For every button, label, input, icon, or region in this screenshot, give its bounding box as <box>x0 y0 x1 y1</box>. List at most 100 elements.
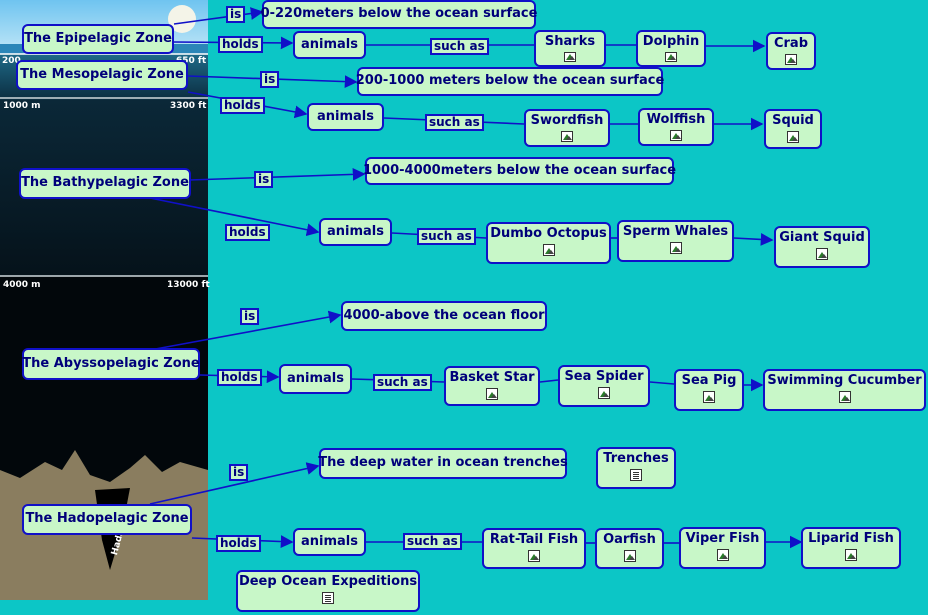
description-node[interactable]: 200-1000 meters below the ocean surface <box>356 67 664 96</box>
animals-node[interactable]: animals <box>307 103 384 131</box>
zone-node-abyssopelagic[interactable]: The Abyssopelagic Zone <box>22 348 200 380</box>
document-icon[interactable] <box>630 468 642 481</box>
link-label-is: is <box>260 71 280 88</box>
animal-name: Crab <box>773 36 809 51</box>
zone-name: The Bathypelagic Zone <box>21 175 189 191</box>
link-label-such-as: such as <box>373 374 432 391</box>
image-icon[interactable] <box>669 241 682 254</box>
link-label-holds: holds <box>216 535 261 552</box>
link-label-such-as: such as <box>403 533 462 550</box>
description-text: 4000-above the ocean floor <box>343 307 545 323</box>
image-icon[interactable] <box>542 243 555 256</box>
link-label-is: is <box>240 308 260 325</box>
link-label-is: is <box>254 171 274 188</box>
depth-label-200: 200 <box>2 56 21 66</box>
animals-node[interactable]: animals <box>293 31 366 59</box>
animal-name: Liparid Fish <box>808 531 894 546</box>
animal-node-swordfish[interactable]: Swordfish <box>524 109 610 147</box>
animal-node-sharks[interactable]: Sharks <box>534 30 606 67</box>
depth-label-1000m: 1000 m <box>3 101 41 111</box>
image-icon[interactable] <box>561 130 573 142</box>
expeditions-text: Deep Ocean Expeditions <box>238 574 418 589</box>
animal-node-basket-star[interactable]: Basket Star <box>444 366 540 406</box>
animals-node[interactable]: animals <box>279 364 352 394</box>
link-label-holds: holds <box>220 97 265 114</box>
animal-node-giant-squid[interactable]: Giant Squid <box>774 226 870 268</box>
animal-node-rat-tail-fish[interactable]: Rat-Tail Fish <box>482 528 586 569</box>
deep-ocean-expeditions-node[interactable]: Deep Ocean Expeditions <box>236 570 420 612</box>
image-icon[interactable] <box>665 51 677 62</box>
link-label-holds: holds <box>218 36 263 53</box>
animals-node[interactable]: animals <box>293 528 366 556</box>
animal-name: Sea Spider <box>564 369 644 384</box>
image-icon[interactable] <box>785 53 797 65</box>
depth-label-13000ft: 13000 ft <box>167 280 210 290</box>
animal-node-dumbo-octopus[interactable]: Dumbo Octopus <box>486 222 611 264</box>
animal-name: Sharks <box>544 34 596 49</box>
image-icon[interactable] <box>845 548 857 561</box>
animals-text: animals <box>287 370 344 386</box>
animal-node-oarfish[interactable]: Oarfish <box>595 528 664 569</box>
animal-node-crab[interactable]: Crab <box>766 32 816 70</box>
zone-node-epipelagic[interactable]: The Epipelagic Zone <box>22 24 174 54</box>
animal-node-squid[interactable]: Squid <box>764 109 822 149</box>
description-text: 0-220meters below the ocean surface <box>260 6 538 22</box>
description-node[interactable]: 4000-above the ocean floor <box>341 301 547 331</box>
image-icon[interactable] <box>816 247 828 260</box>
description-node[interactable]: 0-220meters below the ocean surface <box>260 0 538 29</box>
animal-name: Oarfish <box>603 532 656 547</box>
image-icon[interactable] <box>838 390 851 403</box>
image-icon[interactable] <box>623 549 636 562</box>
depth-label-650ft: 650 ft <box>176 56 207 66</box>
image-icon[interactable] <box>716 548 729 561</box>
description-node[interactable]: The deep water in ocean trenches <box>318 448 568 479</box>
animal-node-viper-fish[interactable]: Viper Fish <box>679 527 766 569</box>
animal-node-sperm-whales[interactable]: Sperm Whales <box>617 220 734 262</box>
animal-name: Wolffish <box>646 112 706 127</box>
image-icon[interactable] <box>670 129 682 141</box>
zone-node-hadopelagic[interactable]: The Hadopelagic Zone <box>22 504 192 535</box>
animal-node-sea-pig[interactable]: Sea Pig <box>674 369 744 411</box>
animal-name: Dumbo Octopus <box>490 226 607 241</box>
zone-name: The Hadopelagic Zone <box>25 511 189 527</box>
description-text: The deep water in ocean trenches <box>318 455 568 471</box>
animal-name: Sperm Whales <box>622 224 729 239</box>
description-text: 1000-4000meters below the ocean surface <box>362 162 677 178</box>
animal-name: Dolphin <box>642 34 700 49</box>
link-label-holds: holds <box>225 224 270 241</box>
animals-text: animals <box>301 533 358 549</box>
zone-node-bathypelagic[interactable]: The Bathypelagic Zone <box>19 168 191 199</box>
zone-name: The Mesopelagic Zone <box>20 66 184 82</box>
zone-node-mesopelagic[interactable]: The Mesopelagic Zone <box>16 60 188 90</box>
animal-node-sea-spider[interactable]: Sea Spider <box>558 365 650 407</box>
animal-name: Sea Pig <box>681 373 737 388</box>
animal-name: Viper Fish <box>685 531 760 546</box>
image-icon[interactable] <box>703 390 715 403</box>
trenches-node[interactable]: Trenches <box>596 447 676 489</box>
image-icon[interactable] <box>564 51 576 62</box>
animals-text: animals <box>301 36 358 52</box>
image-icon[interactable] <box>486 387 498 400</box>
link-label-such-as: such as <box>425 114 484 131</box>
animal-name: Rat-Tail Fish <box>489 532 579 547</box>
depth-label-4000m: 4000 m <box>3 280 41 290</box>
link-label-such-as: such as <box>430 38 489 55</box>
link-label-holds: holds <box>217 369 262 386</box>
image-icon[interactable] <box>787 130 799 143</box>
image-icon[interactable] <box>598 386 610 399</box>
animal-node-wolffish[interactable]: Wolffish <box>638 108 714 146</box>
animals-node[interactable]: animals <box>319 218 392 246</box>
animal-node-dolphin[interactable]: Dolphin <box>636 30 706 67</box>
image-icon[interactable] <box>528 549 540 562</box>
document-icon[interactable] <box>322 591 334 604</box>
animals-text: animals <box>317 108 374 124</box>
animal-node-liparid-fish[interactable]: Liparid Fish <box>801 527 901 569</box>
trenches-text: Trenches <box>603 451 669 466</box>
link-label-is: is <box>229 464 249 481</box>
zone-name: The Epipelagic Zone <box>24 30 172 46</box>
animal-name: Swimming Cucumber <box>767 373 922 388</box>
description-node[interactable]: 1000-4000meters below the ocean surface <box>362 157 677 185</box>
zone-name: The Abyssopelagic Zone <box>22 355 200 371</box>
animals-text: animals <box>327 223 384 239</box>
animal-node-swimming-cucumber[interactable]: Swimming Cucumber <box>763 369 926 411</box>
